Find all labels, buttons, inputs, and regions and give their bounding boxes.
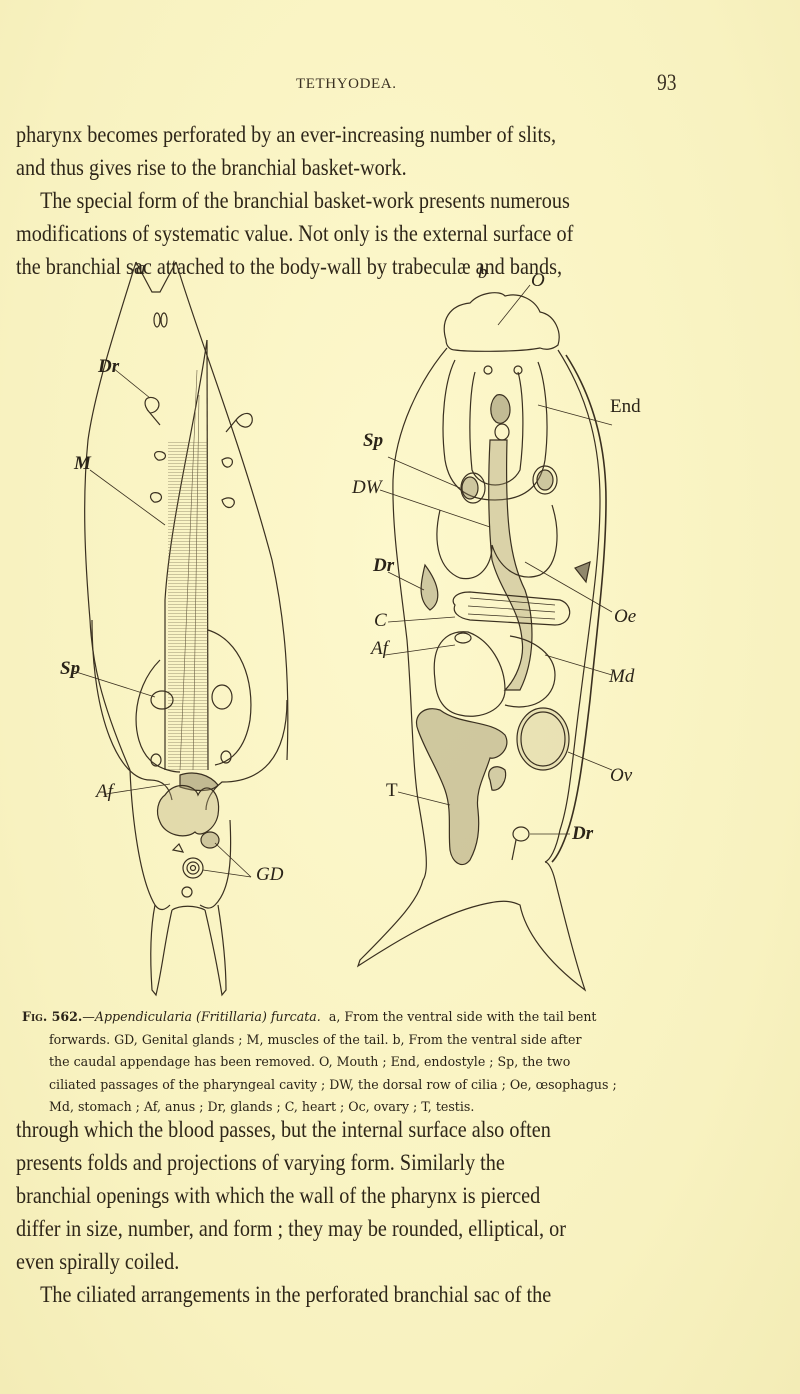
caption-genus: Appendicularia — [94, 1009, 193, 1024]
label-b-ov: Ov — [610, 765, 633, 786]
page-number: 93 — [657, 70, 677, 95]
panel-a-drawing — [72, 261, 289, 997]
label-b-oe: Oe — [614, 606, 637, 627]
caption-line: Md, stomach ; Af, anus ; Dr, glands ; C,… — [49, 1099, 475, 1114]
text-line: The ciliated arrangements in the perfora… — [40, 1282, 552, 1308]
caption-line: ciliated passages of the pharyngeal cavi… — [49, 1076, 617, 1092]
text-line: modifications of systematic value. Not o… — [16, 221, 574, 247]
text-line: even spirally coiled. — [16, 1249, 180, 1275]
figure-drawing — [72, 261, 613, 997]
label-b-af: Af — [371, 638, 388, 659]
caption-line: the caudal appendage has been removed. O… — [49, 1054, 571, 1069]
caption-dash: — — [82, 1009, 95, 1024]
running-head: TETHYODEA. 93 — [0, 70, 800, 98]
caption-fig-number: Fig. 562. — [22, 1009, 83, 1024]
text-line: differ in size, number, and form ; they … — [16, 1216, 566, 1242]
label-a-af: Af — [96, 781, 113, 802]
label-a-dr: Dr — [98, 356, 120, 377]
label-a-m: M — [74, 453, 91, 474]
text-line: the branchial sac attached to the body-w… — [16, 254, 563, 280]
caption-subgenus: (Fritillaria) — [196, 1009, 267, 1024]
label-b-end: End — [610, 396, 641, 417]
panel-b-drawing — [356, 284, 613, 992]
figure-562: a Dr M Sp Af GD b O End Sp DW Dr C Af Oe… — [0, 248, 800, 1008]
label-b-dw: DW — [352, 477, 382, 498]
caption-text: a, From the ventral side with the tail b… — [328, 1009, 597, 1024]
text-line: and thus gives rise to the branchial bas… — [16, 155, 407, 181]
panel-b-label: b — [478, 262, 488, 283]
caption-species: furcata. — [270, 1009, 321, 1024]
caption-line: forwards. GD, Genital glands ; M, muscle… — [49, 1031, 582, 1047]
text-line: branchial openings with which the wall o… — [16, 1183, 541, 1209]
text-line: The special form of the branchial basket… — [40, 188, 570, 214]
caption-line: Fig. 562.—Appendicularia (Fritillaria) f… — [22, 1006, 782, 1029]
label-b-dr-upper: Dr — [373, 555, 395, 576]
text-line: pharynx becomes perforated by an ever-in… — [16, 122, 557, 148]
label-b-dr-lower: Dr — [572, 823, 594, 844]
label-b-c: C — [374, 610, 387, 631]
label-b-t: T — [386, 780, 398, 801]
text-line: presents folds and projections of varyin… — [16, 1150, 505, 1176]
label-a-sp: Sp — [60, 658, 81, 679]
paragraph-bottom: through which the blood passes, but the … — [16, 1114, 695, 1312]
label-a-gd: GD — [256, 864, 284, 885]
paragraph-top: pharynx becomes perforated by an ever-in… — [16, 119, 695, 284]
label-b-md: Md — [609, 666, 635, 687]
figure-caption: Fig. 562.—Appendicularia (Fritillaria) f… — [22, 1006, 782, 1119]
label-b-sp: Sp — [363, 430, 384, 451]
text-line: through which the blood passes, but the … — [16, 1117, 551, 1143]
panel-a-label: a — [136, 258, 146, 279]
label-b-o: O — [531, 270, 545, 291]
running-title: TETHYODEA. — [296, 76, 397, 92]
